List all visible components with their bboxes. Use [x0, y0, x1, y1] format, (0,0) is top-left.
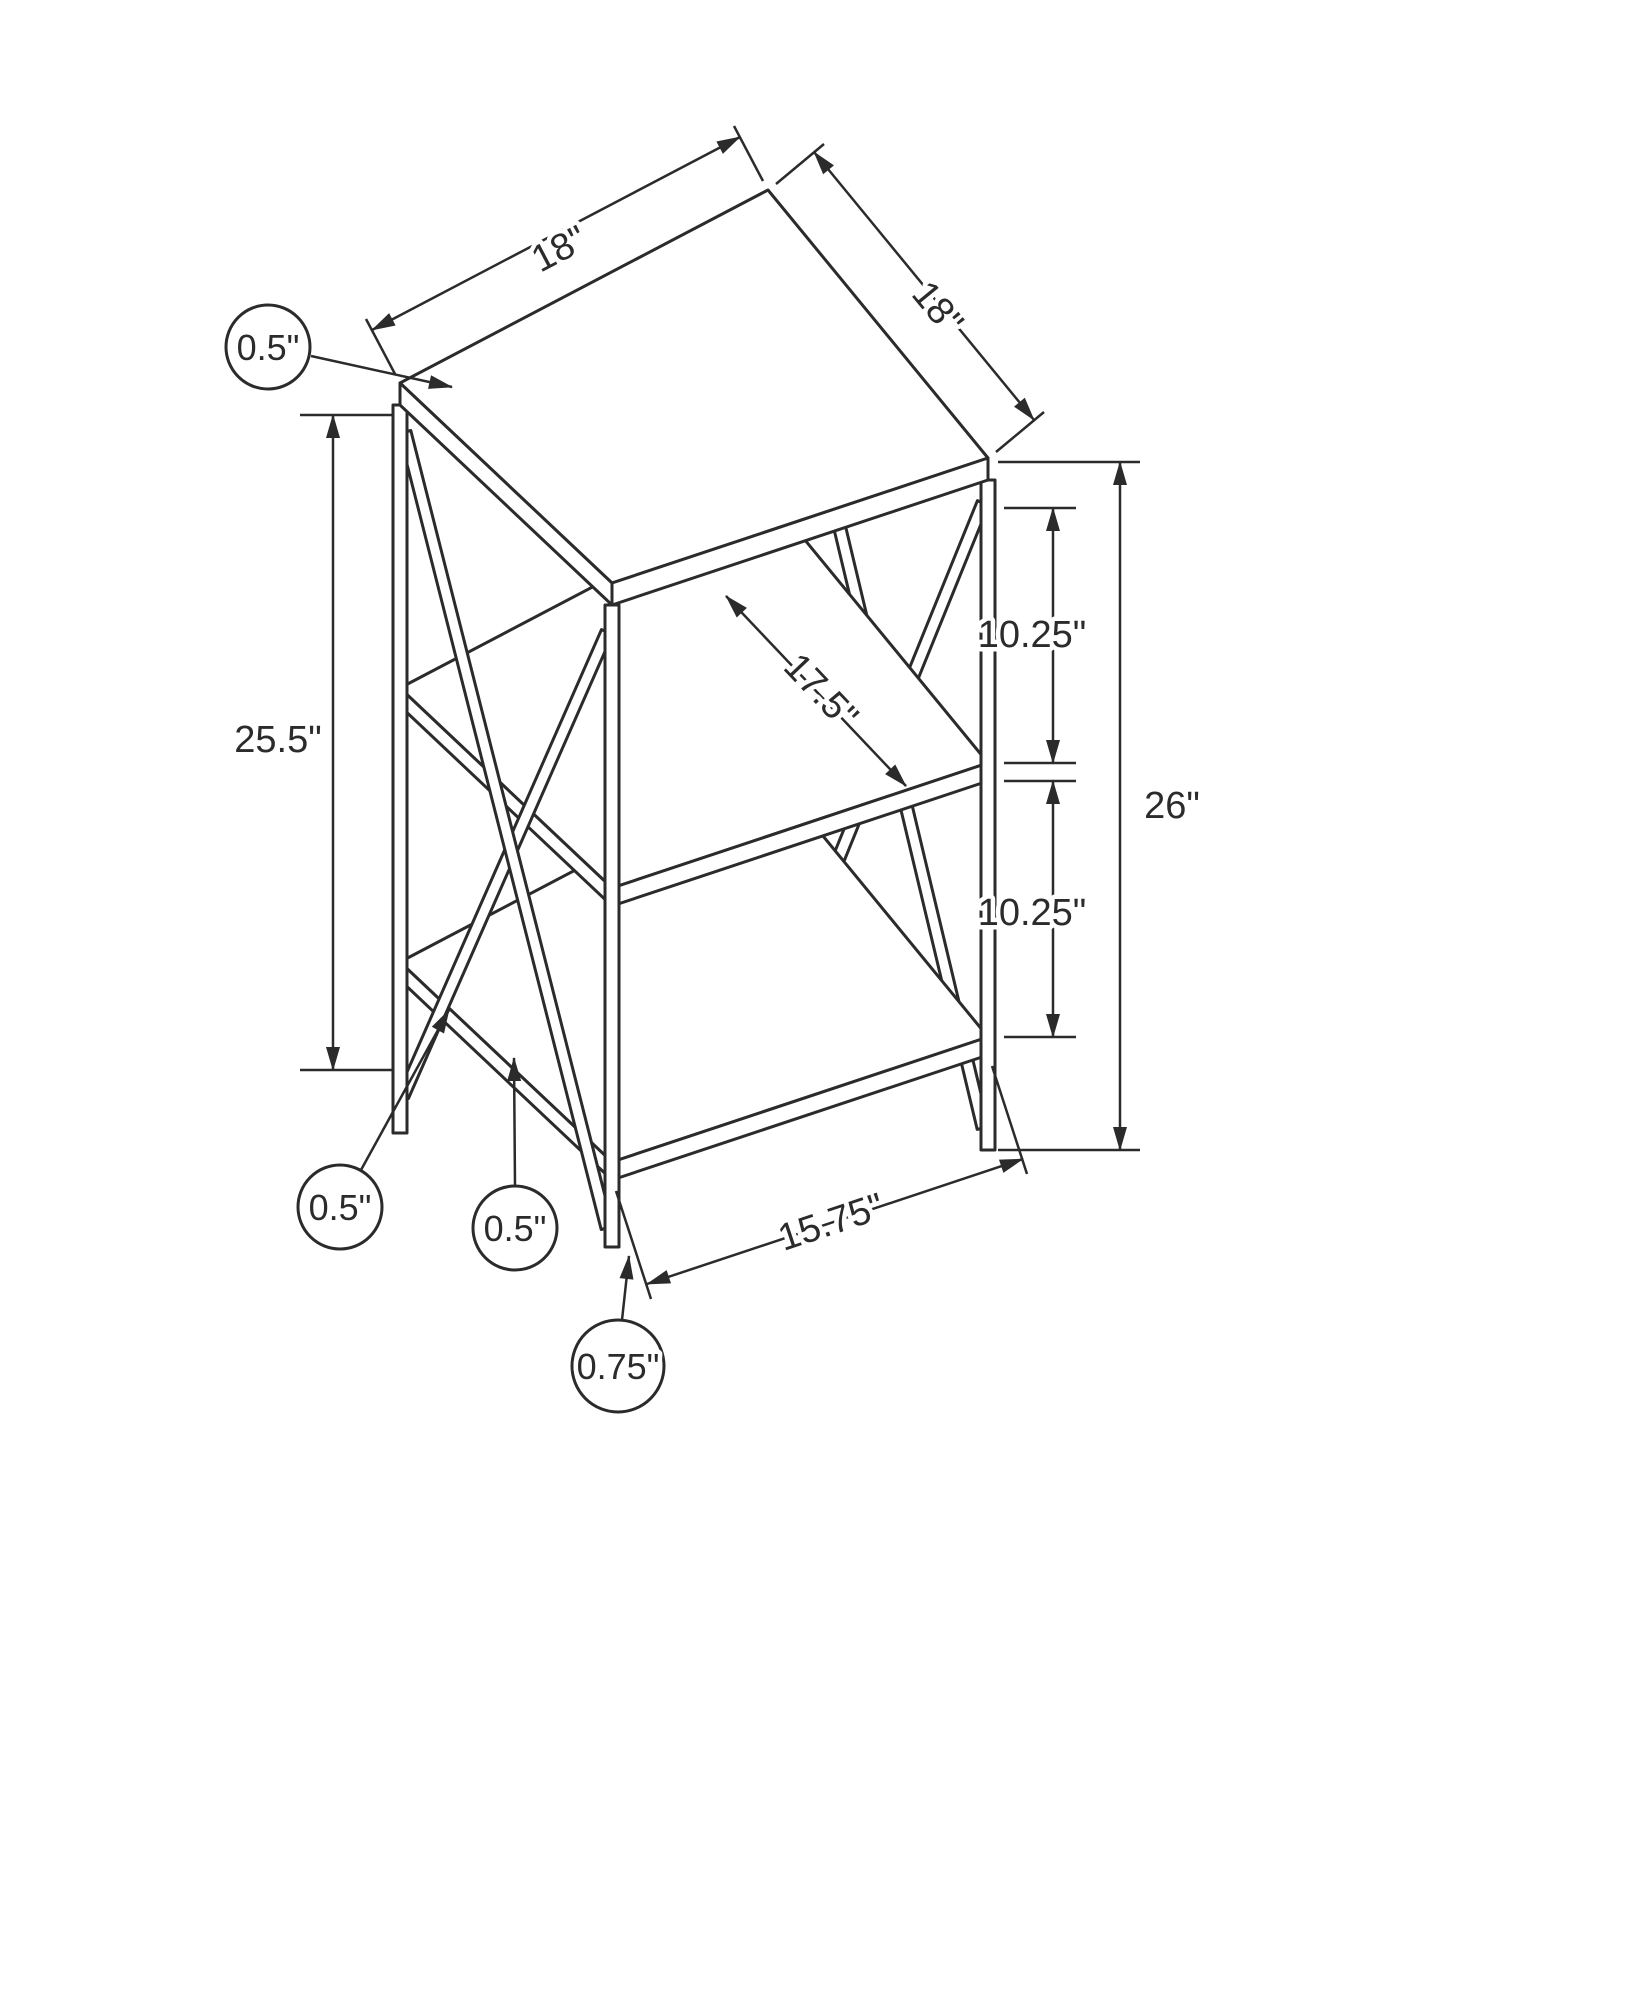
table-structure [391, 188, 997, 1249]
callout-shelf-thickness-front-label: 0.5" [484, 1208, 547, 1249]
dim-left-height-label: 25.5" [234, 719, 321, 761]
left-leg [391, 403, 409, 1135]
dim-bottom-shelf-width-label: 15.75" [773, 1186, 889, 1260]
callout-leg-width: 0.75" [570, 1255, 666, 1414]
dim-top-width-ext-2 [732, 125, 765, 182]
callout-leg-width-circle [570, 1318, 666, 1414]
dim-upper-shelf-gap-label: 10.25" [978, 614, 1087, 656]
right-leg [979, 478, 997, 1152]
callout-leg-width-leader [619, 1255, 634, 1321]
dim-top-depth-line [813, 151, 1035, 421]
callout-shelf-thickness-front: 0.5" [471, 1057, 559, 1272]
table-top-surface [398, 188, 990, 585]
callout-shelf-thickness-left-leader [359, 1009, 451, 1171]
callout-shelf-thickness-left-label: 0.5" [309, 1187, 372, 1228]
dim-lower-shelf-gap-label: 10.25" [978, 892, 1087, 934]
front-leg [603, 603, 621, 1249]
table-top-front-right-edge [610, 456, 990, 607]
dim-overall-height-label: 26" [1144, 785, 1200, 827]
callout-top-thickness: 0.5" [224, 303, 453, 391]
dim-bottom-shelf-width-ext-1 [614, 1190, 653, 1300]
callout-shelf-thickness-left: 0.5" [296, 1009, 451, 1251]
table-top [398, 188, 990, 607]
dim-top-width-ext-1 [364, 318, 397, 375]
dim-top-depth-ext-1 [775, 143, 825, 185]
callout-shelf-thickness-front-circle [471, 1184, 559, 1272]
dim-top-width-line [371, 135, 741, 332]
dim-lower-shelf-gap: 10.25" [973, 779, 1091, 1039]
dim-upper-shelf-gap: 10.25" [973, 506, 1091, 765]
callout-shelf-thickness-left-circle [296, 1163, 384, 1251]
callout-top-thickness-leader [310, 354, 453, 389]
dim-top-depth-ext-2 [995, 411, 1045, 453]
dim-bottom-shelf-width-ext-2 [990, 1065, 1029, 1175]
dim-top-width-label: 18" [525, 218, 594, 281]
dim-overall-height: 26" [998, 460, 1204, 1152]
callout-leg-width-label: 0.75" [577, 1346, 660, 1387]
callout-top-thickness-label: 0.5" [237, 327, 300, 368]
dim-shelf-depth-line [725, 595, 907, 787]
dim-bottom-shelf-width-line [646, 1157, 1024, 1286]
callout-top-thickness-circle [224, 303, 312, 391]
dim-left-height: 25.5" [230, 413, 392, 1072]
callout-shelf-thickness-front-leader [507, 1057, 522, 1187]
